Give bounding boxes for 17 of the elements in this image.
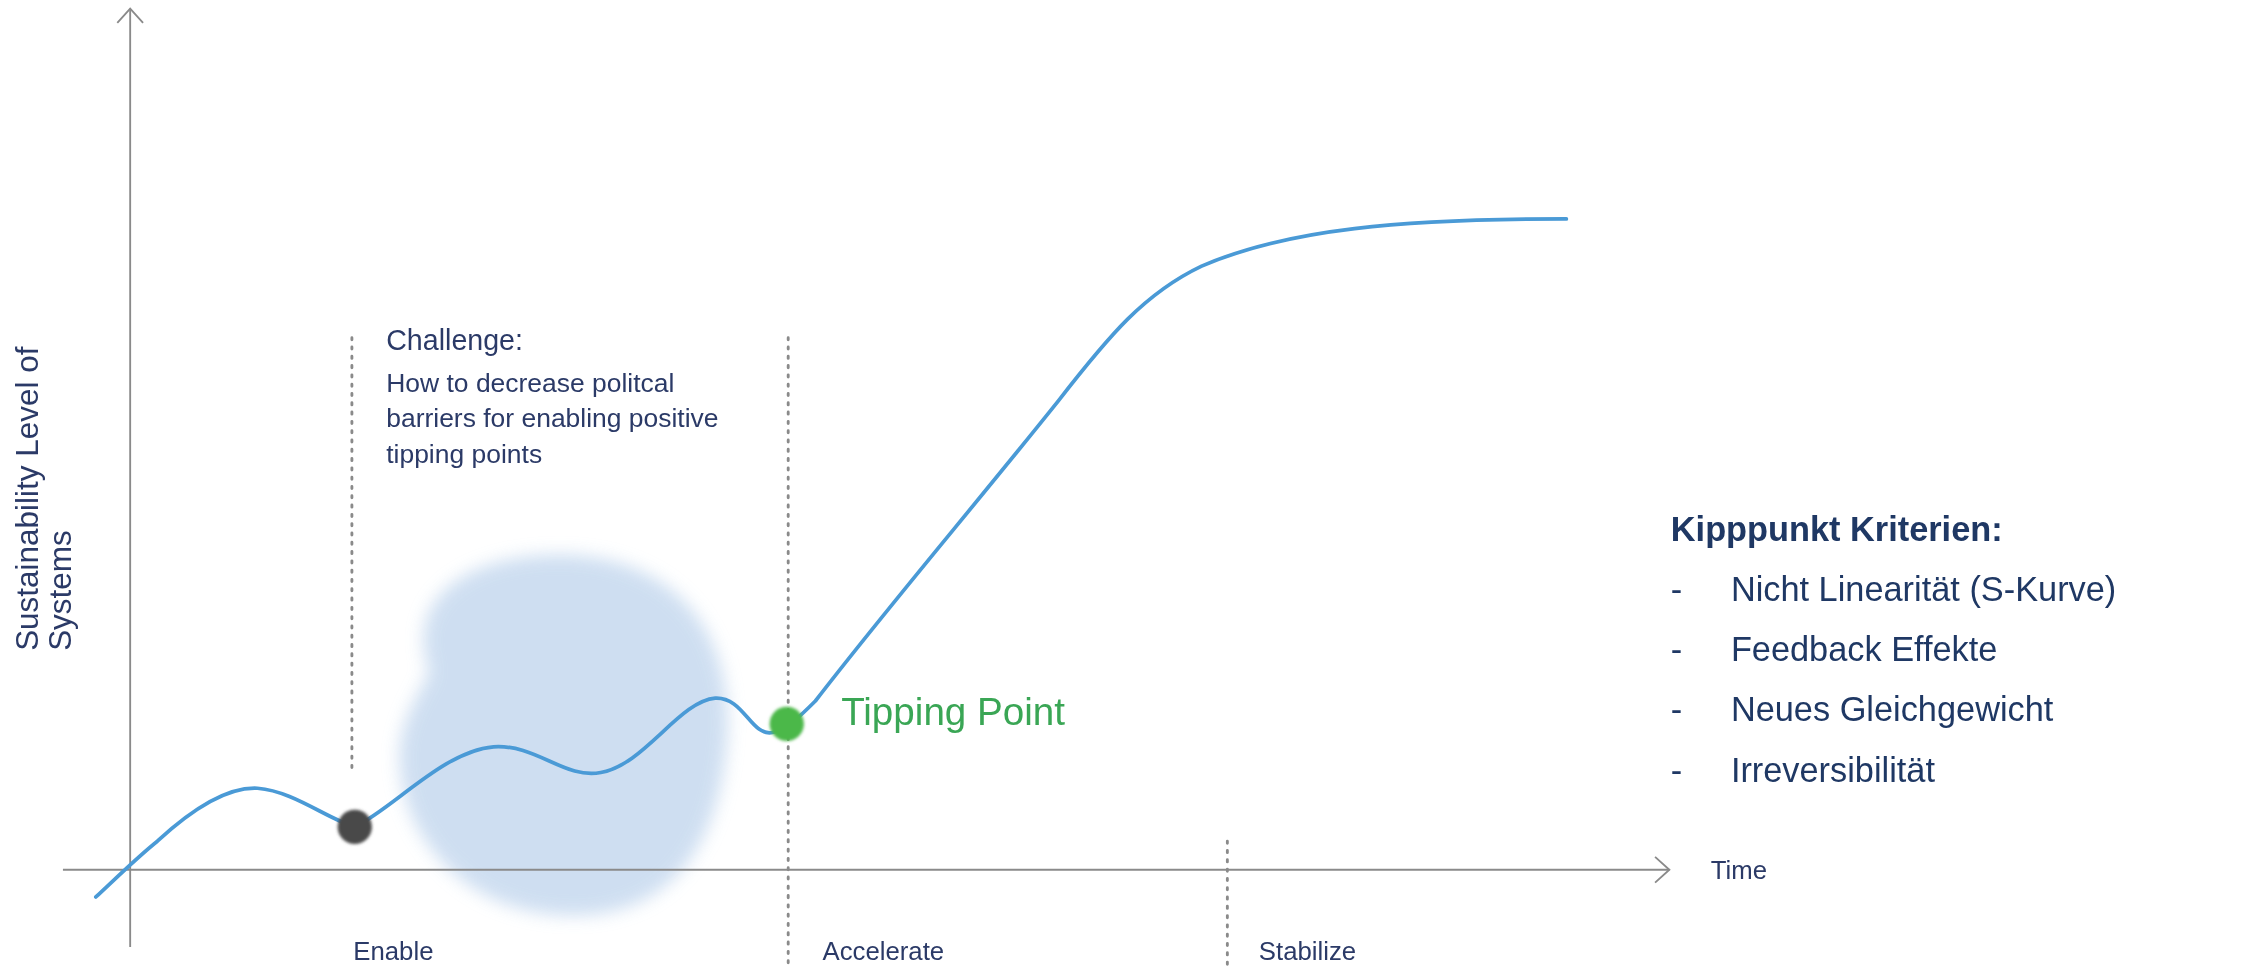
- phase-label: Enable: [353, 935, 434, 967]
- tipping-point-label: Tipping Point: [841, 689, 1066, 736]
- list-dash: -: [1670, 689, 1683, 731]
- challenge-heading: Challenge:: [386, 323, 523, 358]
- list-dash: -: [1670, 629, 1683, 671]
- list-dash: -: [1670, 569, 1683, 611]
- phase-label: Stabilize: [1258, 935, 1357, 967]
- axis-label: Time: [1710, 855, 1768, 887]
- challenge-text: How to decrease politcal barriers for enabling positive tipping points: [386, 367, 720, 471]
- criteria-item: Feedback Effekte: [1730, 629, 1998, 671]
- criteria-item: Neues Gleichgewicht: [1730, 689, 2054, 731]
- criteria-item: Nicht Linearität (S-Kurve): [1730, 569, 2117, 611]
- phase-label: Accelerate: [822, 935, 945, 967]
- criteria-heading: Kipppunkt Kriterien:: [1670, 509, 2003, 551]
- axis-title: Sustainability Level of Systems: [11, 345, 78, 651]
- criteria-item: Irreversibilität: [1730, 749, 1935, 791]
- list-dash: -: [1670, 749, 1683, 791]
